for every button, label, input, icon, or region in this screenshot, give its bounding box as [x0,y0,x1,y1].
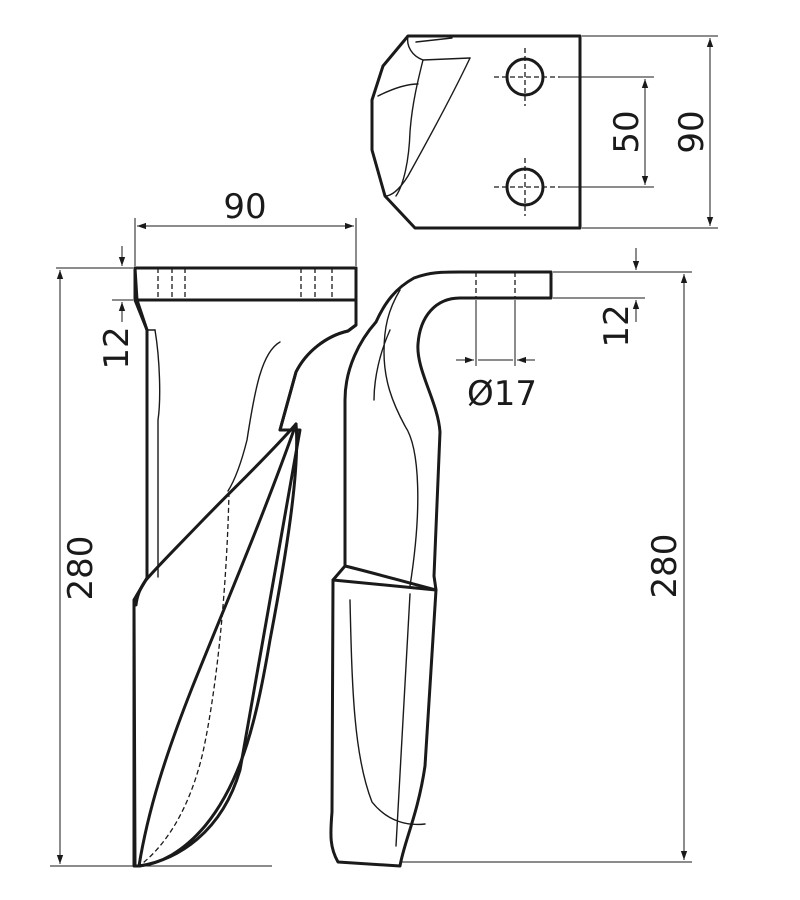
top-view-bracket [370,34,582,230]
hole-diameter-label: Ø17 [467,374,537,414]
left-thickness-label: 12 [97,326,137,369]
dimension-left-thickness: 12 [97,246,137,370]
front-view-blade [132,266,358,868]
hole-spacing-label: 50 [607,110,647,153]
dimension-hole-diameter: Ø17 [456,300,537,414]
dimension-top-width: 90 [134,187,357,266]
side-view-blade [329,270,553,868]
right-height-label: 280 [645,534,685,599]
top-width-label: 90 [223,187,266,227]
dimension-bracket-height: 90 [582,35,718,229]
dimension-right-height: 280 [402,271,692,863]
right-thickness-label: 12 [597,304,637,347]
dimension-right-thickness: 12 [553,248,645,348]
bracket-height-label: 90 [672,110,712,153]
left-height-label: 280 [61,536,101,601]
dimension-hole-spacing: 50 [560,76,654,188]
dimension-left-height: 280 [50,267,272,867]
